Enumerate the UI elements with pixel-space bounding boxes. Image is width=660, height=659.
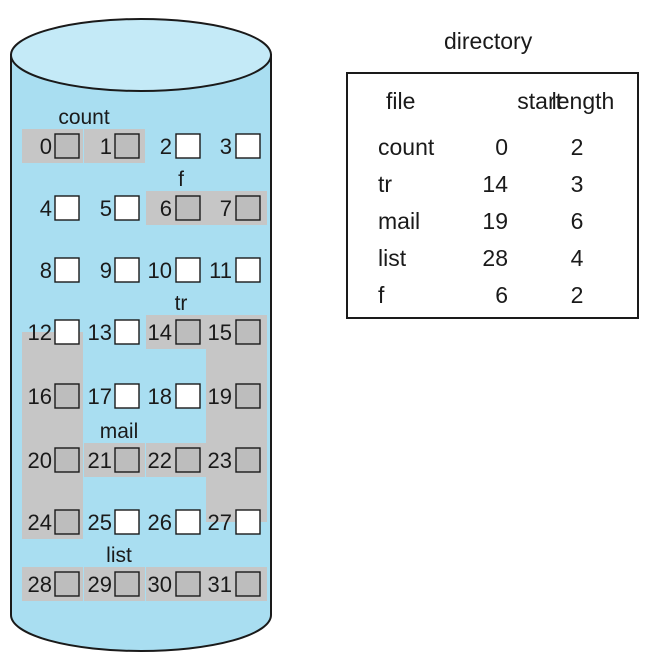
row-start: 0 [495,134,508,160]
free-block [114,257,140,283]
allocated-block [54,133,80,159]
allocated-block [235,383,261,409]
file-label: f [178,168,184,191]
row-start: 19 [482,208,508,234]
block-number: 28 [28,572,52,597]
directory-row: f 6 2 [348,282,637,312]
row-file: tr [378,171,393,197]
block-number: 12 [28,320,52,345]
free-block [175,133,201,159]
block-number: 30 [148,572,172,597]
block-number: 27 [208,510,232,535]
block-number: 24 [28,510,52,535]
allocated-block [175,571,201,597]
allocated-block [235,571,261,597]
block-number: 20 [28,448,52,473]
file-label: mail [100,420,139,443]
block-number: 21 [88,448,112,473]
block-number: 8 [40,258,52,283]
header-length: length [551,88,615,114]
allocated-block [54,571,80,597]
free-block [114,383,140,409]
row-length: 2 [570,282,584,308]
directory-header-row: file start length [348,88,637,118]
row-file: mail [378,208,421,234]
allocated-block [175,319,201,345]
block-number: 18 [148,384,172,409]
free-block [54,257,80,283]
free-block [235,133,261,159]
row-length: 3 [570,171,584,197]
allocated-block [114,133,140,159]
block-number: 22 [148,448,172,473]
free-block [175,257,201,283]
row-start: 14 [482,171,508,197]
free-block [54,319,80,345]
free-block [114,509,140,535]
block-number: 11 [209,258,232,283]
block-number: 16 [28,384,52,409]
block-number: 6 [160,196,172,221]
row-length: 6 [570,208,584,234]
row-file: count [378,134,435,160]
directory-row: mail 19 6 [348,208,637,238]
cylinder-top [10,18,272,92]
free-block [114,319,140,345]
directory-title: directory [444,28,533,54]
row-file: list [378,245,407,271]
block-number: 7 [220,196,232,221]
block-number: 0 [40,134,52,159]
block-number: 15 [208,320,232,345]
block-number: 9 [100,258,112,283]
block-number: 26 [148,510,172,535]
allocated-block [235,319,261,345]
block-number: 17 [88,384,112,409]
directory-row: count 0 2 [348,134,637,164]
block-number: 29 [88,572,112,597]
free-block [114,195,140,221]
directory-row: tr 14 3 [348,171,637,201]
block-number: 10 [148,258,172,283]
allocated-block [235,195,261,221]
header-file: file [386,88,416,114]
row-start: 6 [495,282,508,308]
block-number: 5 [100,196,112,221]
block-number: 23 [208,448,232,473]
block-number: 31 [208,572,232,597]
free-block [54,195,80,221]
allocated-block [54,447,80,473]
row-file: f [378,282,385,308]
block-number: 3 [220,134,232,159]
allocated-block [114,447,140,473]
directory-table: file start length count 0 2 tr 14 3 mail… [346,72,639,319]
free-block [175,509,201,535]
allocated-block [54,509,80,535]
block-number: 1 [100,134,112,159]
header-start: start [517,88,562,114]
allocated-block [175,195,201,221]
free-block [175,383,201,409]
block-number: 2 [160,134,172,159]
row-start: 28 [482,245,508,271]
file-label: count [58,106,110,129]
file-label: list [106,544,132,567]
block-number: 19 [208,384,232,409]
allocated-block [114,571,140,597]
block-number: 4 [40,196,52,221]
directory-row: list 28 4 [348,245,637,275]
block-number: 13 [88,320,112,345]
block-number: 25 [88,510,112,535]
allocated-block [54,383,80,409]
file-label: tr [175,292,188,315]
free-block [235,509,261,535]
row-length: 2 [570,134,584,160]
block-number: 14 [148,320,172,345]
free-block [235,257,261,283]
row-length: 4 [570,245,584,271]
allocated-block [175,447,201,473]
allocated-block [235,447,261,473]
